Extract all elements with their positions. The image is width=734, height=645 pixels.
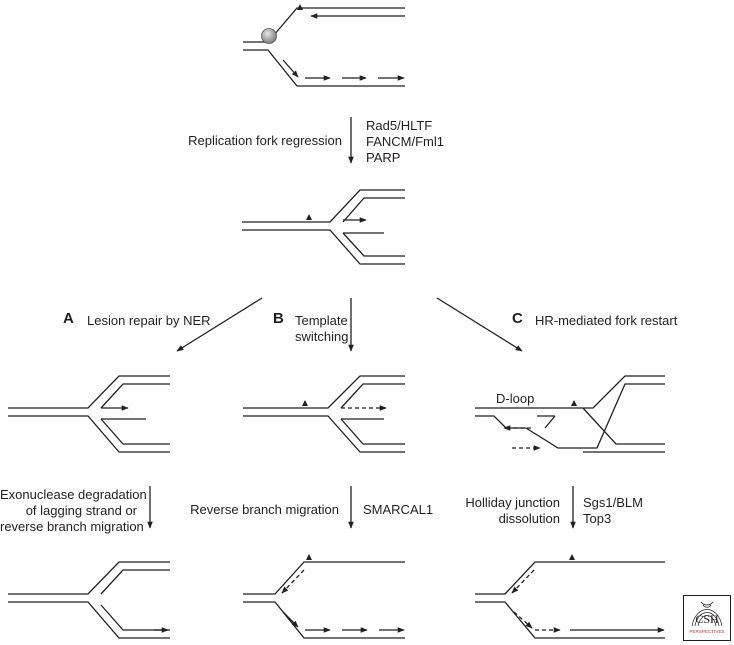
lesion-marker <box>297 4 303 10</box>
pathway-b-letter: B <box>273 310 284 327</box>
pathway-c-enzymes: Sgs1/BLM Top3 <box>583 495 643 527</box>
fork-c-dloop <box>475 375 665 453</box>
fork-a <box>8 375 170 453</box>
pathway-b-title-line1: Template <box>295 313 348 328</box>
pathway-a-step-line2: of lagging strand or <box>25 503 137 518</box>
lesion-marker <box>306 214 312 220</box>
pathway-c-step-line1: Holliday junction <box>465 495 560 510</box>
d-loop-label: D-loop <box>496 391 535 406</box>
pathway-a-step-line1: Exonuclease degradation <box>0 487 147 502</box>
enzyme-top3: Top3 <box>583 511 612 526</box>
logo-text: CSH <box>695 612 719 626</box>
lesion-marker <box>302 400 308 406</box>
pathway-b-title-line2: switching <box>295 329 349 344</box>
pathway-a-title: Lesion repair by NER <box>87 313 211 328</box>
stalled-fork <box>243 4 405 87</box>
csh-perspectives-logo: CSH PERSPECTIVES <box>683 595 731 641</box>
pathway-b-title: Template switching <box>295 313 348 345</box>
regression-label: Replication fork regression <box>188 133 342 148</box>
lesion-marker <box>571 400 577 406</box>
pathway-a-step-line3: reverse branch migration <box>0 519 144 534</box>
fork-b <box>243 375 405 453</box>
fork-b-result <box>243 554 405 639</box>
logo-subtext: PERSPECTIVES <box>689 629 724 634</box>
arrow-to-c <box>436 297 523 352</box>
lesion-marker <box>306 554 312 560</box>
polymerase-icon <box>261 28 277 44</box>
regressed-fork <box>242 189 405 265</box>
regression-enzymes: Rad5/HLTF FANCM/Fml1 PARP <box>366 118 444 166</box>
pathway-b-enzyme: SMARCAL1 <box>363 502 434 517</box>
pathway-c-step-line2: dissolution <box>498 511 560 526</box>
pathway-a-letter: A <box>63 310 74 327</box>
pathway-c-title: HR-mediated fork restart <box>535 313 678 328</box>
enzyme-sgs1: Sgs1/BLM <box>583 495 643 510</box>
pathway-c-letter: C <box>512 310 523 327</box>
fork-c-result <box>475 554 665 639</box>
lesion-marker <box>569 554 575 560</box>
pathway-a-step: Exonuclease degradation of lagging stran… <box>0 487 147 535</box>
pathway-b-step: Reverse branch migration <box>190 502 339 517</box>
enzyme-rad5: Rad5/HLTF <box>366 118 433 133</box>
arrow-to-a <box>176 297 263 352</box>
enzyme-fancm: FANCM/Fml1 <box>366 134 444 149</box>
enzyme-parp: PARP <box>366 150 401 165</box>
fork-a-result <box>8 561 170 639</box>
pathway-c-step: Holliday junction dissolution <box>450 495 560 527</box>
